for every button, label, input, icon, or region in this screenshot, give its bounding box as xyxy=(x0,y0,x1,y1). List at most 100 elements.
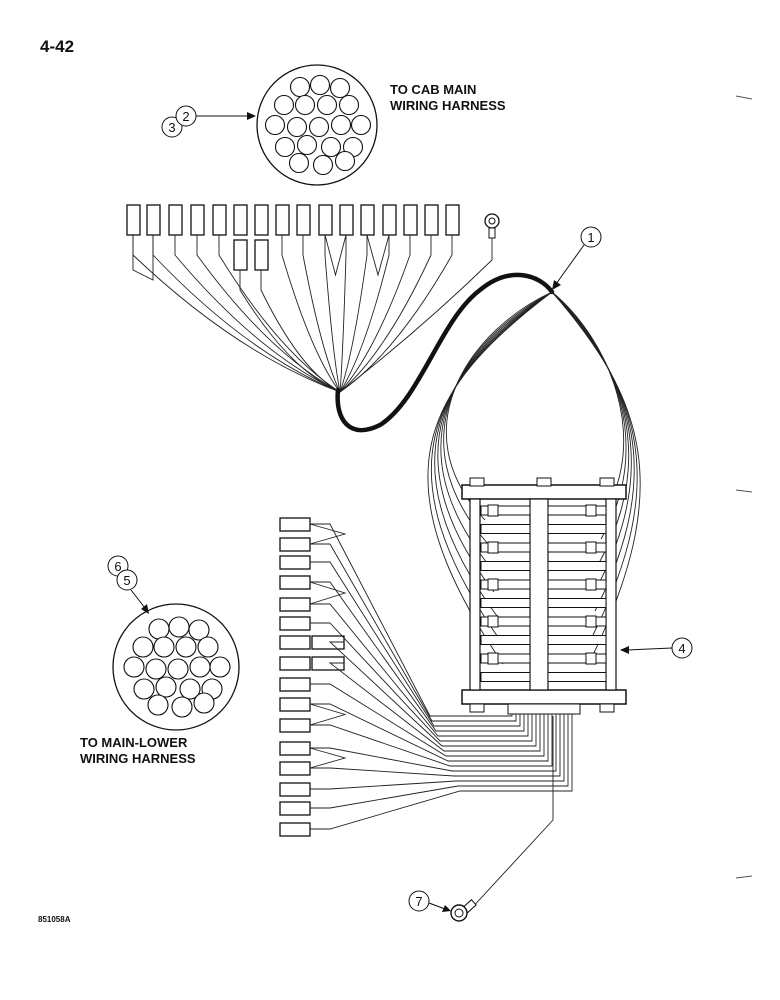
top-terminal xyxy=(233,204,248,236)
block-terminal-right xyxy=(547,598,607,608)
ground-wire xyxy=(469,716,554,911)
lower-terminal xyxy=(311,635,345,650)
lower-terminal xyxy=(279,741,311,756)
wire xyxy=(324,235,341,393)
callout-7: 7 xyxy=(408,890,451,912)
block-stud xyxy=(585,652,597,665)
wire xyxy=(310,714,569,809)
connector-pin xyxy=(330,114,352,136)
callout-1: 1 xyxy=(552,226,602,290)
lower-terminal xyxy=(279,575,311,590)
block-stud xyxy=(585,578,597,591)
top-wire-fan xyxy=(132,234,493,393)
connector-pin xyxy=(294,94,316,116)
connector-pin xyxy=(296,134,318,156)
wire xyxy=(339,235,453,393)
block-terminal-left xyxy=(480,505,531,516)
top-terminal xyxy=(360,204,375,236)
block-terminal-right xyxy=(547,579,607,590)
wire xyxy=(310,703,549,762)
wire xyxy=(281,235,341,393)
connector-pin xyxy=(171,696,193,718)
wire xyxy=(196,235,341,393)
top-terminal xyxy=(233,239,248,271)
wire xyxy=(239,270,341,393)
block-stud xyxy=(487,652,499,665)
block-terminal-right xyxy=(547,653,607,664)
wire xyxy=(310,622,533,742)
harness-wire-loops xyxy=(427,291,641,665)
block-terminal-left xyxy=(480,561,531,571)
wire xyxy=(132,235,341,393)
svg-text:6: 6 xyxy=(114,559,121,574)
wire xyxy=(310,714,553,767)
lower-terminal xyxy=(279,555,311,570)
block-stud xyxy=(487,504,499,517)
svg-text:7: 7 xyxy=(415,894,422,909)
top-terminal xyxy=(254,239,269,271)
lower-terminal xyxy=(279,677,311,692)
main-lower-label-line1: TO MAIN-LOWER xyxy=(80,735,188,750)
top-terminal xyxy=(318,204,333,236)
wire-splice xyxy=(324,234,347,277)
block-terminal-right xyxy=(547,561,607,571)
wire-loop xyxy=(443,291,553,545)
lower-terminal xyxy=(279,616,311,631)
wire-splice xyxy=(366,234,390,277)
wire-splice xyxy=(309,747,347,769)
block-terminal-right xyxy=(547,616,607,627)
top-terminal xyxy=(382,204,397,236)
top-terminal-row xyxy=(126,204,460,271)
block-stud xyxy=(585,504,597,517)
block-terminal-left xyxy=(480,598,531,608)
connector-pin xyxy=(264,114,286,136)
wire-splice xyxy=(309,523,347,545)
wire-splice xyxy=(132,235,154,281)
top-terminal xyxy=(254,204,269,236)
wire-loop xyxy=(437,291,553,593)
block-terminal-right xyxy=(547,635,607,645)
top-terminal xyxy=(212,204,227,236)
cab-connector-pins xyxy=(264,74,372,176)
callout-2-leader xyxy=(196,112,256,120)
main-lower-round-connector xyxy=(112,603,240,731)
connector-pin xyxy=(329,77,351,99)
svg-text:1: 1 xyxy=(587,230,594,245)
block-stud xyxy=(585,615,597,628)
block-terminal-right xyxy=(547,542,607,553)
lower-terminal xyxy=(279,656,311,671)
connector-pin xyxy=(289,76,311,98)
wire xyxy=(339,235,368,393)
margin-mark xyxy=(735,95,753,100)
wire xyxy=(339,238,493,393)
connector-pin xyxy=(167,658,189,680)
callout-4: 4 xyxy=(620,637,693,659)
block-terminal-left xyxy=(480,635,531,645)
wire-loop xyxy=(434,291,553,617)
connector-pin xyxy=(188,619,210,641)
wire xyxy=(310,683,545,757)
connector-pin xyxy=(309,74,331,96)
wire xyxy=(310,581,525,732)
block-terminal-left xyxy=(480,542,531,553)
wire xyxy=(310,714,561,777)
wire xyxy=(174,235,341,393)
wire xyxy=(328,662,541,752)
wire-loop xyxy=(430,291,553,641)
top-terminal xyxy=(445,204,460,236)
block-stud xyxy=(487,578,499,591)
connector-pin xyxy=(155,676,177,698)
wire-loop xyxy=(427,291,553,665)
lower-terminal xyxy=(279,597,311,612)
connector-pin xyxy=(209,656,231,678)
wire xyxy=(310,523,513,717)
main-harness-bundle xyxy=(335,272,555,433)
lower-terminal xyxy=(279,822,311,837)
block-stud xyxy=(487,541,499,554)
top-terminal xyxy=(275,204,290,236)
lower-terminal xyxy=(311,656,345,671)
wire xyxy=(310,603,529,737)
wire xyxy=(310,714,565,790)
top-terminal xyxy=(403,204,418,236)
